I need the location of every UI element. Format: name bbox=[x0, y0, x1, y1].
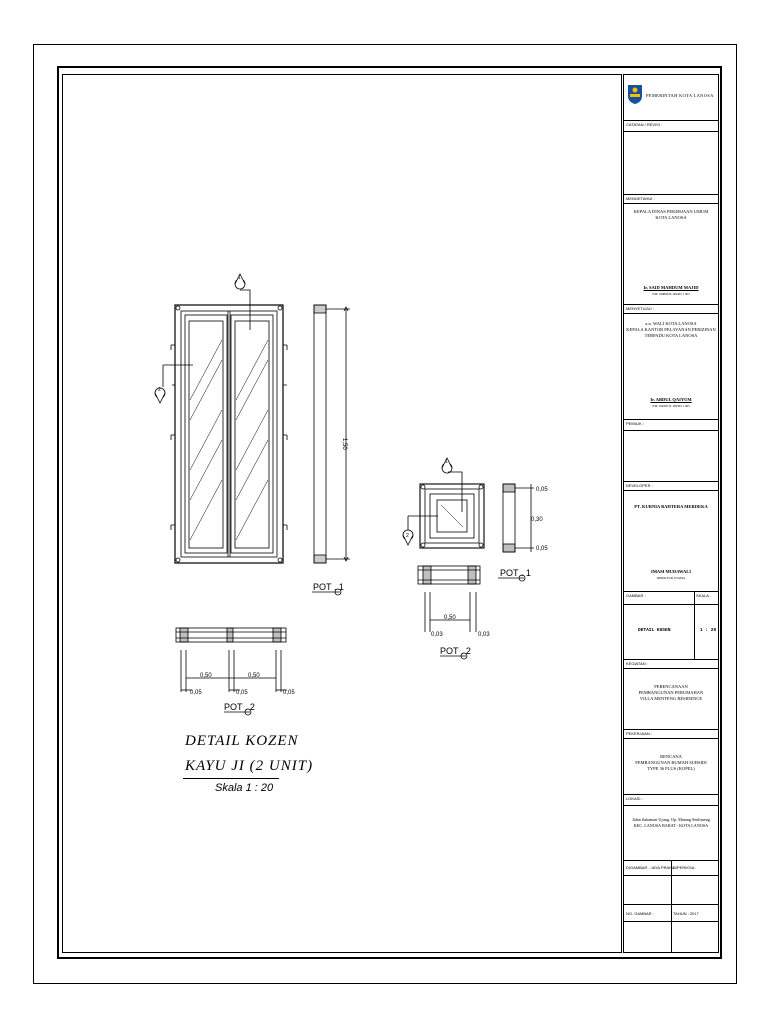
mengetahui-nip: NIP. 19680226 199403 1 003 bbox=[652, 292, 690, 296]
dim-005-small-bot: 0,05 bbox=[536, 546, 548, 552]
dim-005-b: 0,05 bbox=[236, 690, 248, 696]
label-pot1-large: POT . 1 bbox=[313, 582, 344, 592]
digambar-label: DIGAMBAR : JAYA PRANA bbox=[626, 865, 675, 870]
mengetahui-text: KEPALA DINAS PEKERJAAN UMUM KOTA LANOSA bbox=[633, 209, 709, 220]
door-elevation bbox=[154, 273, 288, 564]
drawing-frame bbox=[57, 66, 722, 959]
marker-1-elev: 1 bbox=[238, 275, 241, 281]
drawing-area bbox=[62, 74, 622, 953]
tb-digambar: DIGAMBAR : JAYA PRANA DIPERIKSA : bbox=[624, 861, 718, 905]
window-elevation-small bbox=[402, 457, 485, 549]
menyetujui-label: MENYETUJUI : bbox=[626, 306, 654, 311]
section-pot2-small bbox=[417, 565, 481, 660]
dim-150: 1,50 bbox=[341, 438, 347, 450]
dim-030-small: 0,30 bbox=[531, 517, 543, 523]
pekerjaan-label: PEKERJAAN : bbox=[626, 731, 653, 736]
tb-gambar: GAMBAR : SKALA : DETAIL KUSEN 1 : 20 bbox=[624, 592, 718, 660]
scale-note: Skala 1 : 20 bbox=[215, 782, 274, 794]
label-pot2-large: POT . 2 bbox=[224, 702, 255, 712]
dim-005-c: 0,05 bbox=[283, 690, 295, 696]
pemilik-label: PEMILIK : bbox=[626, 421, 645, 426]
no-gambar-label: NO. GAMBAR : bbox=[626, 911, 654, 916]
tb-menyetujui: MENYETUJUI : a.n. WALI KOTA LANOSA KEPAL… bbox=[624, 305, 718, 420]
detail-title-line2: KAYU JI (2 UNIT) bbox=[185, 758, 314, 774]
menyetujui-nip: NIP. 19630712 199303 1 005 bbox=[652, 404, 690, 408]
tb-nogambar: NO. GAMBAR : TAHUN : 2017 bbox=[624, 905, 718, 952]
catatan-label: CATATAN / REVISI : bbox=[626, 122, 663, 127]
kegiatan-text: PERENCANAAN PEMBANGUNAN PERUMAHAN VILLA … bbox=[638, 684, 704, 701]
lokasi-text: Jalan Sukaman Ujung, Op. Matang Seulimen… bbox=[632, 817, 710, 828]
section-pot1-small bbox=[498, 483, 534, 582]
dim-003-a: 0,03 bbox=[431, 632, 443, 638]
menyetujui-text: a.n. WALI KOTA LANOSA KEPALA KANTOR PELA… bbox=[626, 321, 716, 338]
tb-kegiatan: KEGIATAN : PERENCANAAN PEMBANGUNAN PERUM… bbox=[624, 660, 718, 730]
section-pot1-large bbox=[312, 304, 350, 596]
developer-label: DEVELOPER : bbox=[626, 483, 653, 488]
skala-label: SKALA : bbox=[696, 593, 711, 598]
tb-lokasi: LOKASI : Jalan Sukaman Ujung, Op. Matang… bbox=[624, 795, 718, 861]
dim-005-small-top: 0,05 bbox=[536, 487, 548, 493]
marker-1-win: 1 bbox=[445, 459, 448, 465]
tb-pekerjaan: PEKERJAAN : RENCANA PEMBANGUNAN RUMAH SU… bbox=[624, 730, 718, 795]
section-pot2-large bbox=[175, 627, 287, 716]
dim-050-b: 0,50 bbox=[248, 673, 260, 679]
tb-developer: DEVELOPER : PT. KURNIA BAHTERA MERDEKA I… bbox=[624, 482, 718, 592]
dim-050-small: 0,50 bbox=[444, 615, 456, 621]
city-emblem-icon bbox=[628, 85, 642, 104]
menyetujui-name: Ir. ABDUL QAIYUM bbox=[650, 397, 692, 402]
tb-header: PEMERINTAH KOTA LANOSA bbox=[624, 75, 718, 121]
dim-003-b: 0,03 bbox=[478, 632, 490, 638]
mengetahui-label: MENGETAHUI : bbox=[626, 196, 655, 201]
skala-value: 1 : 20 bbox=[700, 628, 717, 633]
director-title: DIREKTUR UTAMA bbox=[656, 576, 686, 580]
dim-050-a: 0,50 bbox=[200, 673, 212, 679]
developer-name: PT. KURNIA BAHTERA MERDEKA bbox=[634, 504, 708, 509]
tb-pemilik: PEMILIK : bbox=[624, 420, 718, 482]
label-pot1-small: POT . 1 bbox=[500, 568, 531, 578]
mengetahui-name: Ir. SAID MAHDUM MAJID bbox=[643, 285, 699, 290]
sheet-border bbox=[33, 44, 737, 984]
marker-2-elev: 2 bbox=[158, 387, 161, 393]
dim-005-a: 0,05 bbox=[190, 690, 202, 696]
gambar-value: DETAIL KUSEN bbox=[638, 628, 671, 633]
pekerjaan-text: RENCANA PEMBANGUNAN RUMAH SUBSIDI TYPE 3… bbox=[635, 754, 707, 771]
kegiatan-label: KEGIATAN : bbox=[626, 661, 648, 666]
label-pot2-small: POT . 2 bbox=[440, 646, 471, 656]
lokasi-label: LOKASI : bbox=[626, 796, 643, 801]
gambar-label: GAMBAR : bbox=[626, 593, 646, 598]
title-underline bbox=[183, 778, 279, 779]
tb-catatan: CATATAN / REVISI : bbox=[624, 121, 718, 195]
detail-title-line1: DETAIL KOZEN bbox=[185, 733, 299, 749]
title-block: PEMERINTAH KOTA LANOSA CATATAN / REVISI … bbox=[623, 74, 719, 953]
tahun-label: TAHUN : 2017 bbox=[673, 911, 699, 916]
marker-2-win: 2 bbox=[406, 533, 409, 539]
director-name: IMAM MUDAWALI bbox=[650, 569, 692, 574]
agency-name: PEMERINTAH KOTA LANOSA bbox=[646, 93, 714, 98]
diperiksa-label: DIPERIKSA : bbox=[673, 865, 697, 870]
tb-mengetahui: MENGETAHUI : KEPALA DINAS PEKERJAAN UMUM… bbox=[624, 195, 718, 305]
